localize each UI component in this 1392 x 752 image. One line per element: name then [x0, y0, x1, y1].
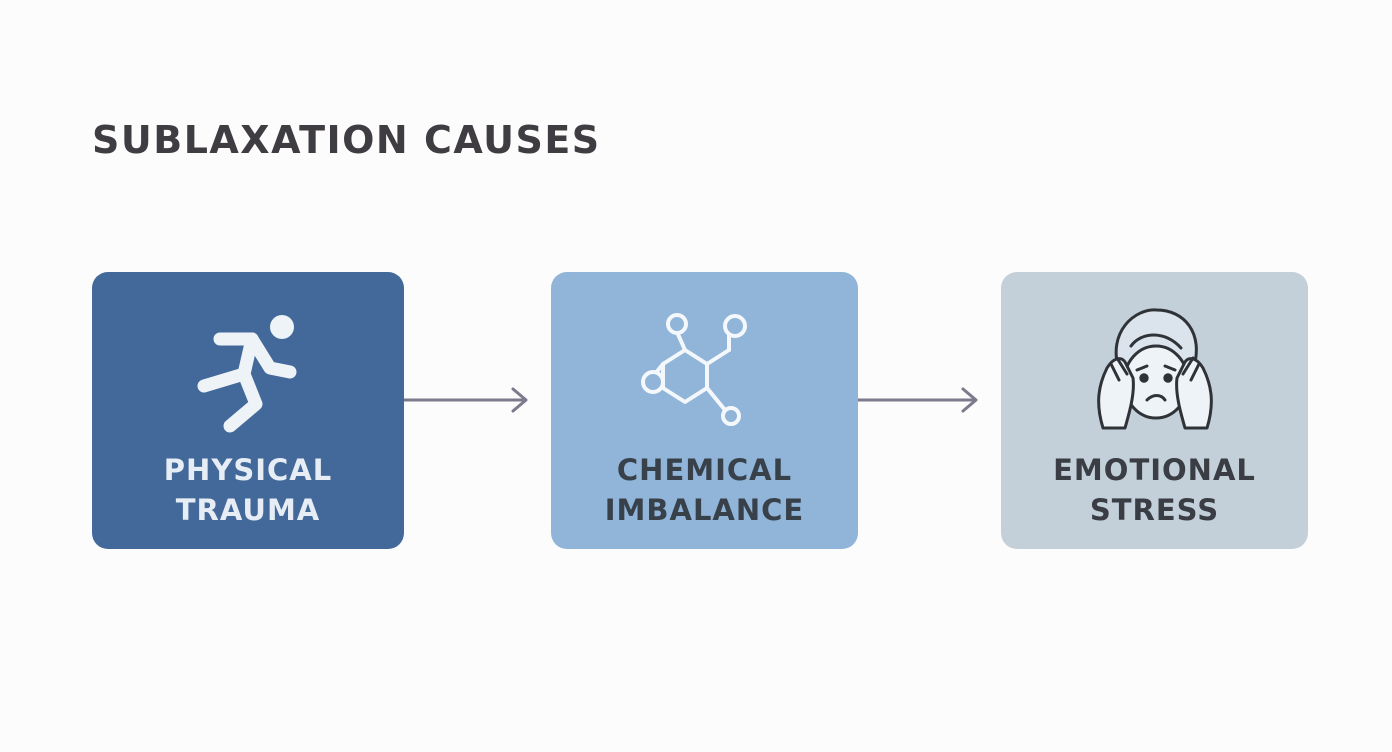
step-label: PHYSICAL TRAUMA: [92, 450, 404, 530]
step-label-line-1: EMOTIONAL: [1053, 453, 1256, 487]
step-card-emotional-stress: EMOTIONAL STRESS: [1001, 272, 1308, 549]
stressed-face-icon: [1085, 302, 1225, 442]
step-card-physical-trauma: PHYSICAL TRAUMA: [92, 272, 404, 549]
flow-arrow: [404, 385, 530, 415]
step-card-chemical-imbalance: CHEMICAL IMBALANCE: [551, 272, 858, 549]
falling-person-icon: [178, 302, 318, 442]
step-label: CHEMICAL IMBALANCE: [551, 450, 858, 530]
page-title: SUBLAXATION CAUSES: [92, 118, 601, 162]
step-label-line-1: PHYSICAL: [163, 453, 333, 487]
step-label-line-2: IMBALANCE: [604, 493, 805, 527]
step-label-line-2: TRAUMA: [175, 493, 321, 527]
molecule-icon: [635, 302, 775, 442]
step-label: EMOTIONAL STRESS: [1001, 450, 1308, 530]
step-label-line-1: CHEMICAL: [616, 453, 793, 487]
step-label-line-2: STRESS: [1089, 493, 1220, 527]
flow-arrow: [858, 385, 980, 415]
